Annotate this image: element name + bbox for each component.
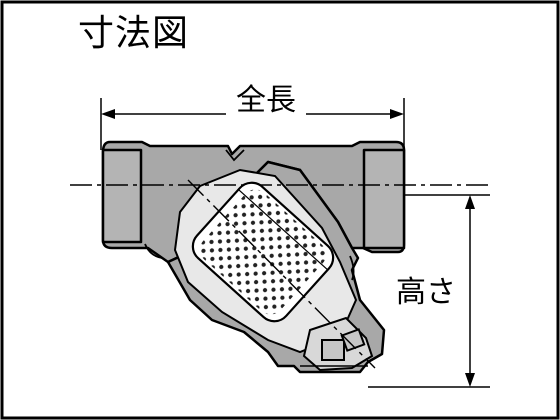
length-label: 全長 [226, 86, 306, 116]
drain-plug [300, 316, 374, 372]
length-arrow-left [101, 109, 115, 119]
strainer-screen [191, 181, 335, 323]
length-arrow-right [390, 109, 404, 119]
height-label: 高さ [396, 275, 456, 310]
body-details [144, 149, 355, 281]
drawing-title: 寸法図 [78, 13, 190, 54]
screen-axis-line [187, 179, 376, 369]
height-arrow-bottom [465, 373, 475, 387]
height-arrow-top [465, 195, 475, 209]
